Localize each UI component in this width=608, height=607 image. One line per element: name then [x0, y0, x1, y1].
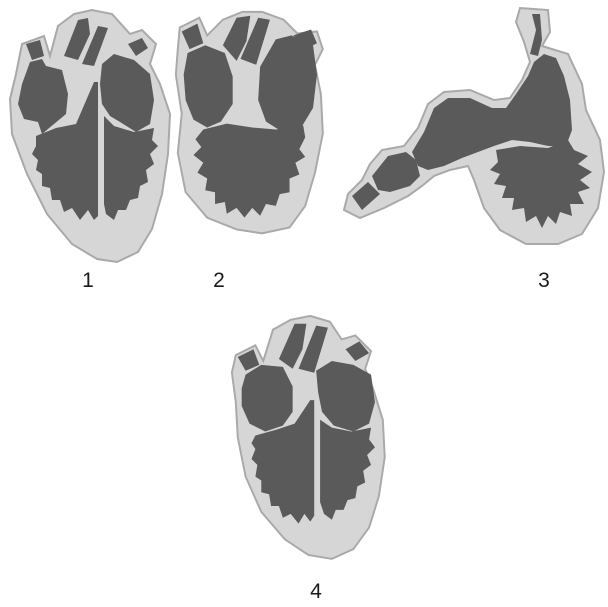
figure-label-2: 2 — [199, 269, 239, 293]
heart-stage-3 — [344, 8, 604, 244]
heart-stage-2 — [176, 12, 323, 233]
figure-label-4: 4 — [296, 580, 336, 604]
figure-label-1: 1 — [68, 269, 108, 293]
heart-stage-4 — [232, 316, 385, 559]
heart-stage-1 — [10, 10, 170, 262]
figure-label-3: 3 — [524, 269, 564, 293]
